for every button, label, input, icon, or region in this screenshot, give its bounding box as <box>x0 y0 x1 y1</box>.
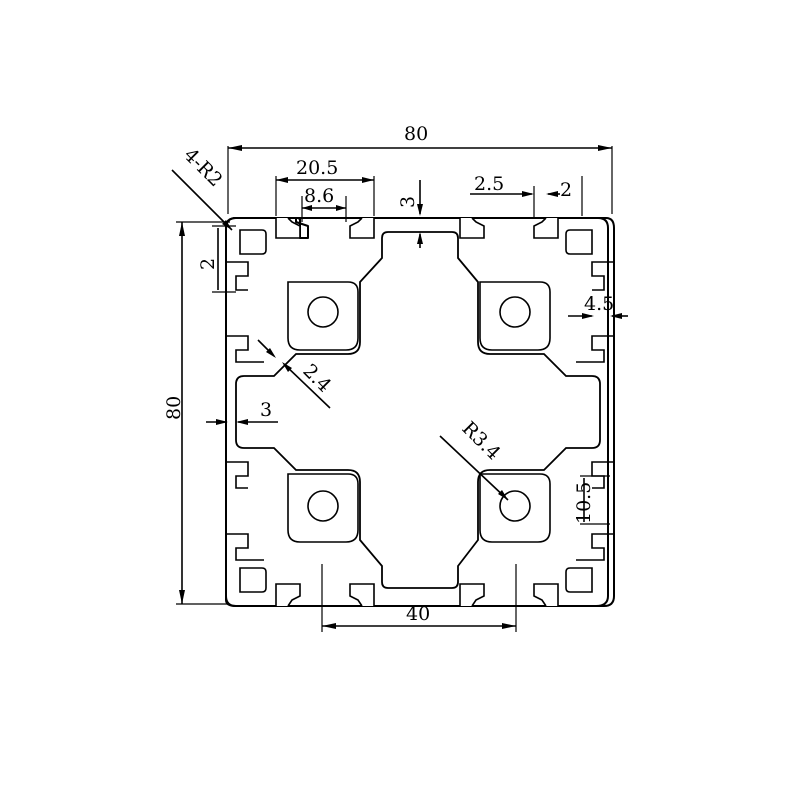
dim-label-wall-side: 3 <box>260 399 272 421</box>
dim-label-wall-top: 3 <box>397 196 419 208</box>
dim-wall-top: 3 <box>397 180 423 248</box>
boss-bottom-left <box>287 473 359 543</box>
hole-top-left <box>307 296 339 328</box>
hole-top-right <box>499 296 531 328</box>
dim-corner-radius: 4-R2 <box>171 144 233 231</box>
dim-label-lip-depth: 2 <box>560 179 572 201</box>
dim-label-slot-depth: 10.5 <box>573 482 595 524</box>
corner-pockets <box>239 229 593 593</box>
dim-label-corner-offset: 2 <box>197 258 219 270</box>
top-slot-right <box>459 217 559 239</box>
dim-lip-width: 2.5 <box>470 173 560 218</box>
dim-label-side-gap: 4.5 <box>584 293 614 315</box>
dim-slot-outer: 20.5 <box>275 157 375 216</box>
dim-slot-opening: 8.6 <box>301 185 347 222</box>
dim-label-lip-width: 2.5 <box>474 173 504 195</box>
center-cavity <box>235 231 601 589</box>
dim-label-slot-outer: 20.5 <box>296 157 338 179</box>
dim-slot-spacing: 40 <box>321 564 517 632</box>
dim-wall-side: 3 <box>206 399 278 425</box>
dim-label-overall-width: 80 <box>404 123 428 145</box>
boss-top-left <box>287 281 359 351</box>
hole-bottom-left <box>307 490 339 522</box>
dim-label-slot-opening: 8.6 <box>304 185 334 207</box>
dim-label-slot-spacing: 40 <box>406 603 430 625</box>
dim-lip-depth: 2 <box>560 176 583 216</box>
dim-slot-depth: 10.5 <box>573 475 610 525</box>
dim-overall-height: 80 <box>163 221 230 605</box>
boss-top-right <box>479 281 551 351</box>
dim-side-gap: 4.5 <box>568 293 628 319</box>
side-slot-lips <box>226 261 614 561</box>
dim-corner-offset: 2 <box>197 225 236 293</box>
dim-label-overall-height: 80 <box>163 396 185 420</box>
dim-overall-width: 80 <box>227 123 613 214</box>
bottom-slots <box>275 583 559 607</box>
top-slot-left <box>275 217 375 239</box>
